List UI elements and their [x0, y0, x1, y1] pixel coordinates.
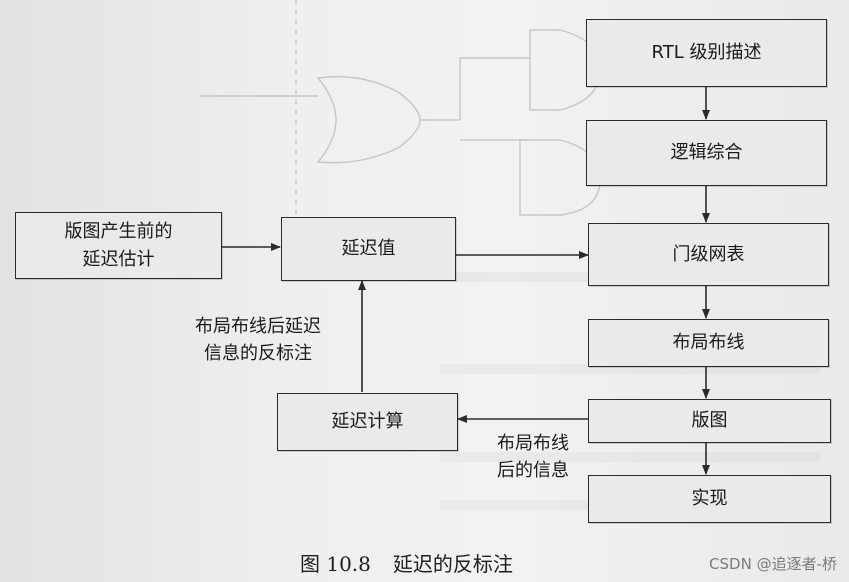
node-logic-synthesis-text: 逻辑综合	[670, 142, 743, 163]
node-delay-value: 延迟值	[281, 217, 456, 281]
node-layout-text: 版图	[691, 410, 728, 431]
node-implementation-text: 实现	[691, 488, 728, 509]
figure-caption: 图 10.8 延迟的反标注	[300, 548, 513, 577]
figure-title: 延迟的反标注	[392, 552, 513, 576]
label-post-route-info-line2: 后的信息	[497, 460, 569, 481]
node-place-route-text: 布局布线	[672, 332, 745, 353]
label-back-annotation-line1: 布局布线后延迟	[195, 316, 321, 337]
node-logic-synthesis: 逻辑综合	[586, 120, 827, 186]
node-implementation: 实现	[588, 475, 831, 523]
label-back-annotation-line2: 信息的反标注	[204, 343, 312, 364]
figure-number: 图 10.8	[300, 552, 371, 576]
node-delay-calculation-text: 延迟计算	[331, 411, 404, 432]
node-gate-netlist-text: 门级网表	[672, 243, 745, 265]
node-pre-layout-estimate: 版图产生前的 延迟估计	[15, 212, 222, 279]
node-place-route: 布局布线	[588, 319, 829, 367]
node-rtl-text: RTL 级别描述	[651, 42, 762, 63]
label-post-route-info: 布局布线 后的信息	[487, 430, 579, 484]
label-post-route-info-line1: 布局布线	[497, 433, 569, 454]
node-pre-layout-estimate-line1: 版图产生前的	[64, 220, 173, 242]
label-back-annotation: 布局布线后延迟 信息的反标注	[170, 313, 346, 367]
watermark: CSDN @追逐者-桥	[709, 555, 837, 573]
node-delay-value-text: 延迟值	[341, 238, 396, 259]
node-layout: 版图	[588, 399, 831, 443]
node-gate-netlist: 门级网表	[588, 223, 829, 286]
node-delay-calculation: 延迟计算	[277, 393, 458, 451]
node-pre-layout-estimate-line2: 延迟估计	[82, 248, 155, 270]
node-rtl: RTL 级别描述	[586, 19, 827, 87]
